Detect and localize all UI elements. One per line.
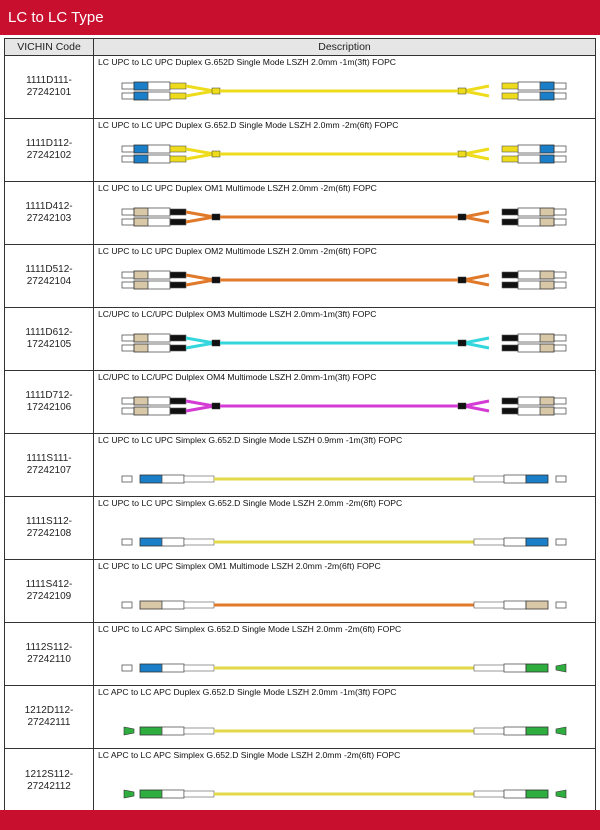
product-code: 1111D512- 27242104: [5, 245, 94, 307]
product-description-cell: LC UPC to LC APC Simplex G.652.D Single …: [94, 623, 595, 685]
cable-illustration: [123, 789, 567, 799]
table-header: VICHIN Code Description: [5, 39, 595, 56]
product-description-cell: LC UPC to LC UPC Duplex G.652.D Single M…: [94, 119, 595, 181]
table-row: 1111D412- 27242103 LC UPC to LC UPC Duple…: [5, 182, 595, 245]
page-banner: LC to LC Type: [0, 0, 600, 35]
page-footer-bar: [0, 810, 600, 830]
table-row: 1111D612- 17242105 LC/UPC to LC/UPC Dulpl…: [5, 308, 595, 371]
product-description: LC APC to LC APC Duplex G.652.D Single M…: [98, 687, 397, 697]
product-code: 1111D112- 27242102: [5, 119, 94, 181]
table-row: 1111S112- 27242108 LC UPC to LC UPC Simpl…: [5, 497, 595, 560]
column-header-description: Description: [318, 41, 371, 53]
table-row: 1212D112- 27242111 LC APC to LC APC Duple…: [5, 686, 595, 749]
product-code: 1112S112- 27242110: [5, 623, 94, 685]
product-description: LC APC to LC APC Simplex G.652.D Single …: [98, 750, 401, 760]
product-description: LC UPC to LC APC Simplex G.652.D Single …: [98, 624, 402, 634]
cable-illustration: [121, 474, 567, 484]
product-code: 1111D111- 27242101: [5, 56, 94, 118]
product-description-cell: LC APC to LC APC Simplex G.652.D Single …: [94, 749, 595, 812]
table-row: 1111D111- 27242101 LC UPC to LC UPC Duple…: [5, 56, 595, 119]
cable-illustration: [123, 726, 567, 736]
product-description-cell: LC UPC to LC UPC Duplex OM2 Multimode LS…: [94, 245, 595, 307]
table-row: 1111S111- 27242107 LC UPC to LC UPC Simpl…: [5, 434, 595, 497]
table-row: 1111S412- 27242109 LC UPC to LC UPC Simpl…: [5, 560, 595, 623]
page-title: LC to LC Type: [8, 9, 104, 26]
table-body: 1111D111- 27242101 LC UPC to LC UPC Duple…: [5, 56, 595, 812]
cable-illustration: [121, 537, 567, 547]
table-row: 1111D112- 27242102 LC UPC to LC UPC Duple…: [5, 119, 595, 182]
column-header-code: VICHIN Code: [5, 39, 94, 55]
cable-illustration: [121, 207, 567, 227]
product-description: LC UPC to LC UPC Simplex G.652.D Single …: [98, 498, 403, 508]
product-description: LC/UPC to LC/UPC Dulplex OM4 Multimode L…: [98, 372, 377, 382]
product-description-cell: LC/UPC to LC/UPC Dulplex OM4 Multimode L…: [94, 371, 595, 433]
table-row: 1212S112- 27242112 LC APC to LC APC Simpl…: [5, 749, 595, 812]
product-description-cell: LC/UPC to LC/UPC Dulplex OM3 Multimode L…: [94, 308, 595, 370]
product-code: 1212S112- 27242112: [5, 749, 94, 812]
cable-illustration: [121, 144, 567, 164]
product-code: 1111D612- 17242105: [5, 308, 94, 370]
cable-illustration: [121, 600, 567, 610]
product-description-cell: LC UPC to LC UPC Simplex G.652.D Single …: [94, 434, 595, 496]
table-row: 1111D712- 17242106 LC/UPC to LC/UPC Dulpl…: [5, 371, 595, 434]
product-code: 1111S412- 27242109: [5, 560, 94, 622]
cable-illustration: [121, 81, 567, 101]
product-description: LC UPC to LC UPC Duplex G.652.D Single M…: [98, 120, 399, 130]
product-description-cell: LC APC to LC APC Duplex G.652.D Single M…: [94, 686, 595, 748]
product-code: 1212D112- 27242111: [5, 686, 94, 748]
cable-illustration: [121, 663, 567, 673]
product-description-cell: LC UPC to LC UPC Simplex OM1 Multimode L…: [94, 560, 595, 622]
product-description-cell: LC UPC to LC UPC Duplex G.652D Single Mo…: [94, 56, 595, 118]
product-description: LC UPC to LC UPC Duplex G.652D Single Mo…: [98, 57, 397, 67]
product-code: 1111D712- 17242106: [5, 371, 94, 433]
product-table: VICHIN Code Description 1111D111- 272421…: [4, 38, 596, 813]
product-description: LC UPC to LC UPC Duplex OM1 Multimode LS…: [98, 183, 377, 193]
product-description: LC UPC to LC UPC Simplex G.652.D Single …: [98, 435, 403, 445]
product-code: 1111S111- 27242107: [5, 434, 94, 496]
product-description-cell: LC UPC to LC UPC Duplex OM1 Multimode LS…: [94, 182, 595, 244]
cable-illustration: [121, 396, 567, 416]
cable-illustration: [121, 270, 567, 290]
product-description: LC UPC to LC UPC Simplex OM1 Multimode L…: [98, 561, 381, 571]
cable-illustration: [121, 333, 567, 353]
table-row: 1111D512- 27242104 LC UPC to LC UPC Duple…: [5, 245, 595, 308]
product-description: LC/UPC to LC/UPC Dulplex OM3 Multimode L…: [98, 309, 377, 319]
product-code: 1111S112- 27242108: [5, 497, 94, 559]
product-description-cell: LC UPC to LC UPC Simplex G.652.D Single …: [94, 497, 595, 559]
product-code: 1111D412- 27242103: [5, 182, 94, 244]
table-row: 1112S112- 27242110 LC UPC to LC APC Simpl…: [5, 623, 595, 686]
product-description: LC UPC to LC UPC Duplex OM2 Multimode LS…: [98, 246, 377, 256]
